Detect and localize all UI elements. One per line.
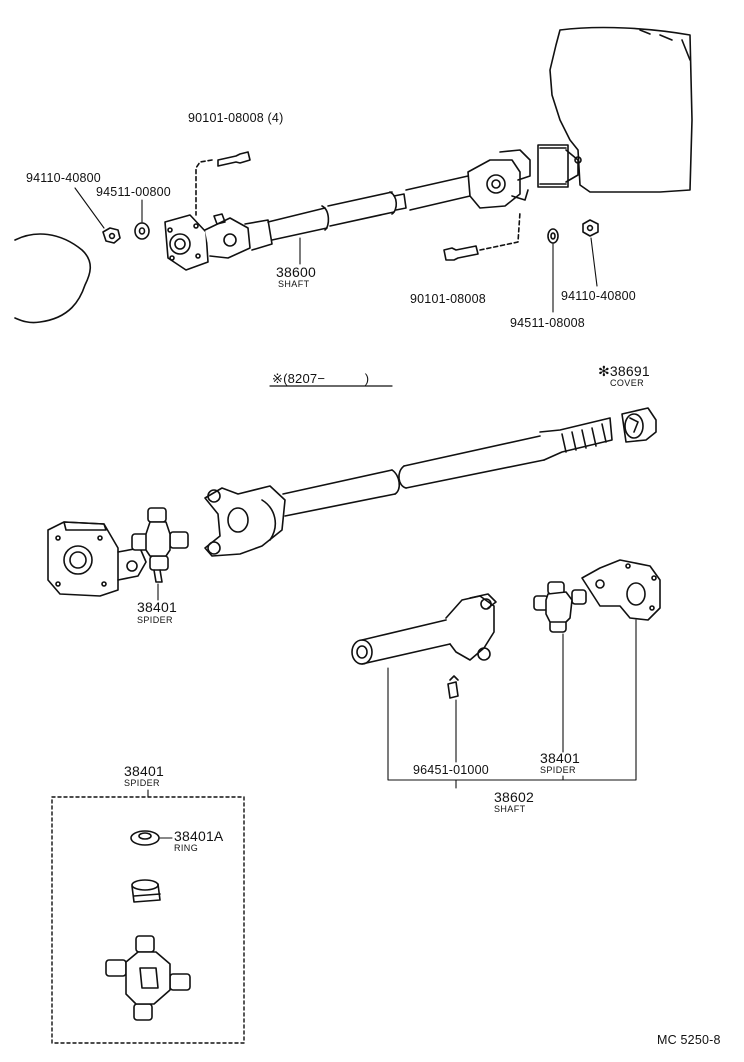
upper-leader-lines bbox=[74, 187, 598, 313]
label-grease-fitting-part-number: 96451-01000 bbox=[413, 763, 489, 777]
flange-yoke-right bbox=[581, 559, 661, 621]
label-kit-name: SPIDER bbox=[124, 778, 160, 788]
spider-left-38401 bbox=[131, 507, 189, 583]
label-upper-shaft-part-number: 38600 bbox=[276, 264, 316, 280]
grease-fitting-96451 bbox=[447, 675, 459, 699]
lower-leader-lines bbox=[157, 583, 637, 789]
label-spider-right-name: SPIDER bbox=[540, 765, 576, 775]
label-cover-part-number: ✻38691 bbox=[598, 363, 650, 379]
label-washer-left-part-number: 94511-00800 bbox=[96, 185, 171, 199]
upper-shaft-assembly bbox=[164, 149, 531, 271]
label-lower-shaft-part-number: 38602 bbox=[494, 789, 534, 805]
nut-left-94110 bbox=[102, 227, 121, 244]
bolt-right-90101 bbox=[443, 211, 521, 261]
spider-kit-box bbox=[51, 789, 245, 1044]
flange-yoke-left bbox=[47, 521, 147, 597]
washer-right-94511 bbox=[547, 228, 559, 244]
label-date-note: ※(8207− ) bbox=[272, 371, 370, 386]
bolt-top-90101 bbox=[195, 151, 251, 216]
label-washer-right-part-number: 94511-08008 bbox=[510, 316, 585, 330]
label-bolt-top-part-number: 90101-08008 (4) bbox=[188, 111, 284, 125]
label-spider-left-part-number: 38401 bbox=[137, 599, 177, 615]
lower-shaft-38602 bbox=[351, 593, 497, 665]
label-lower-shaft-name: SHAFT bbox=[494, 804, 526, 814]
catalog-code: MC 5250-8 bbox=[657, 1033, 721, 1047]
label-nut-right-part-number: 94110-40800 bbox=[561, 289, 636, 303]
label-bolt-right-part-number: 90101-08008 bbox=[410, 292, 486, 306]
nut-right-94110 bbox=[582, 219, 599, 237]
label-spider-right-part-number: 38401 bbox=[540, 750, 580, 766]
label-ring-name: RING bbox=[174, 843, 199, 853]
label-cover-name: COVER bbox=[610, 378, 645, 388]
cover-38691 bbox=[621, 407, 657, 443]
label-nut-left-part-number: 94110-40800 bbox=[26, 171, 101, 185]
spider-right-38401 bbox=[533, 581, 587, 633]
differential-housing-outline bbox=[14, 233, 92, 324]
label-upper-shaft-name: SHAFT bbox=[278, 279, 310, 289]
label-ring-part-number: 38401A bbox=[174, 828, 224, 844]
transfer-case-outline bbox=[537, 26, 693, 193]
label-spider-left-name: SPIDER bbox=[137, 615, 173, 625]
label-kit-part-number: 38401 bbox=[124, 763, 164, 779]
washer-left-94511 bbox=[134, 222, 150, 240]
long-shaft-assembly bbox=[204, 417, 613, 557]
